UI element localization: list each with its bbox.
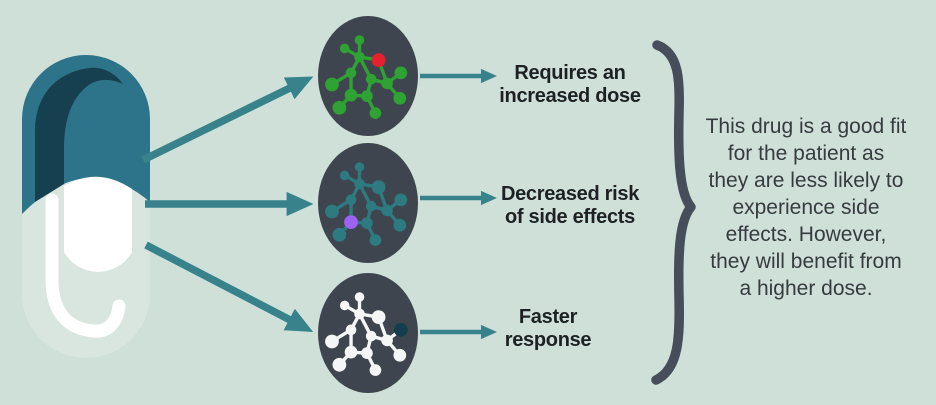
molecule-atom [354,178,365,190]
molecule-badge-3 [318,273,418,393]
molecule-atom [354,51,365,63]
molecule-atom [381,77,393,90]
arrow-up-icon [141,76,314,164]
molecule-atom [361,90,373,102]
molecule-atom [365,200,377,212]
molecule-purple-atom-icon [325,162,408,246]
molecule-dark-atom-icon [325,292,408,376]
connector-arrows [420,68,497,340]
molecule-atom [344,88,358,102]
molecule-atom [394,66,408,80]
label-line: Requires an [514,62,626,84]
molecule-badge-1 [318,16,418,136]
arrow-down-icon [144,241,314,332]
molecule-badge-2 [318,143,418,263]
molecule-atom [325,204,339,219]
molecule-atom [332,227,347,242]
molecule-atom [325,77,339,92]
molecule-atom [332,100,347,115]
molecule-atom [365,330,377,342]
molecule-atom [354,35,365,45]
summary-line: effects. However, [725,223,887,246]
molecule-atom [339,43,350,54]
molecule-atom [381,334,393,347]
molecule-atom [354,292,365,302]
molecule-atom [354,162,365,172]
capsule-cap-shadow [35,67,123,203]
summary-line: a higher dose. [739,277,873,300]
molecule-atom [344,345,358,359]
label-line: response [504,329,592,351]
molecule-special-atom [393,322,408,337]
molecule-red-atom-icon [325,35,408,119]
molecule-atom [354,308,365,320]
label-line: Decreased risk [500,183,640,205]
molecule-atom [361,217,373,229]
label-faster-response: Faster response [458,306,638,352]
molecule-atom [339,170,350,181]
molecule-atom [345,324,357,336]
molecule-atom [371,180,386,194]
summary-line: they are less likely to [708,169,904,192]
curly-brace-icon [651,40,696,385]
molecule-atom [332,357,347,372]
summary-line: This drug is a good fit [705,115,907,138]
molecule-atom [325,334,339,349]
molecule-atom [361,347,373,359]
capsule-highlight-dome [64,176,132,272]
molecule-atom [369,364,382,376]
summary-line: they will benefit from [710,250,902,273]
summary-line: experience side [732,196,880,219]
label-increased-dose: Requires an increased dose [480,62,660,108]
molecule-atom [369,107,382,119]
label-line: Faster [518,306,578,328]
molecule-atom [345,194,357,206]
molecule-atom [393,218,407,232]
summary-text: This drug is a good fit for the patient … [686,113,926,302]
molecule-special-atom [344,215,358,229]
molecule-atom [371,310,386,324]
label-side-effects: Decreased risk of side effects [480,183,660,229]
molecule-special-atom [371,53,386,67]
label-line: of side effects [505,206,635,228]
molecule-atom [365,73,377,85]
molecule-atom [369,234,382,246]
capsule-icon [22,55,150,358]
capsule-arrows [141,76,314,332]
molecule-atom [345,67,357,79]
molecule-atom [393,348,407,362]
capsule-highlight-rim [45,193,126,338]
molecule-atom [393,91,407,105]
molecule-atom [339,300,350,311]
molecule-atom [394,193,408,207]
label-line: increased dose [499,85,641,107]
molecule-atom [381,204,393,217]
summary-line: for the patient as [727,142,885,165]
